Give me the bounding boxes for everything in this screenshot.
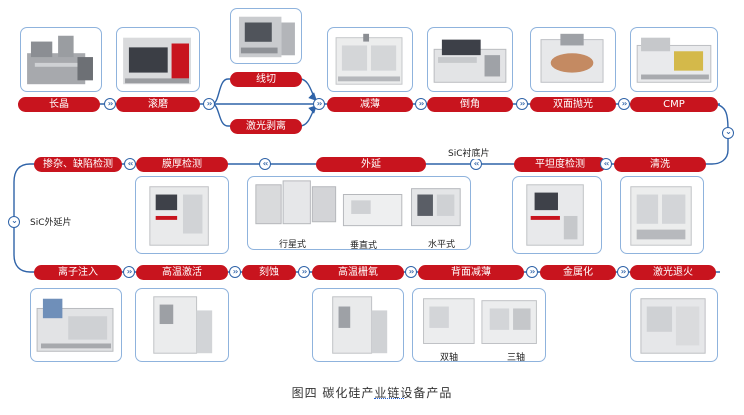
figure-caption: 图四 碳化硅产业链设备产品 bbox=[291, 386, 453, 400]
connector-chevron-icon: ‹‹ bbox=[124, 158, 136, 170]
epitaxy-type-planetary: 行星式 bbox=[279, 240, 307, 250]
thinning-type-dual-axis: 双轴 bbox=[440, 353, 459, 363]
connector-chevron-icon: ‹‹ bbox=[259, 158, 271, 170]
label-epitaxy: 外延 bbox=[316, 157, 426, 172]
double-side-polisher-image bbox=[530, 27, 616, 92]
connector-chevron-icon: ‹‹ bbox=[470, 158, 482, 170]
label-laser-lift-off: 激光剥离 bbox=[230, 119, 302, 134]
connector-chevron-down-icon: ⌄ bbox=[722, 127, 734, 139]
label-cmp: CMP bbox=[630, 97, 718, 112]
label-double-side-polishing: 双面抛光 bbox=[530, 97, 616, 112]
connector-chevron-icon: ›› bbox=[415, 98, 427, 110]
gate-oxide-furnace-image bbox=[312, 288, 404, 362]
connector-chevron-icon: ›› bbox=[313, 98, 325, 110]
connector-chevron-down-icon: ⌄ bbox=[8, 216, 20, 228]
grinding-machine-image bbox=[116, 27, 200, 92]
label-crystal-growth: 长晶 bbox=[18, 97, 100, 112]
caption-underline bbox=[374, 398, 404, 399]
flatness-inspection-image bbox=[512, 176, 602, 254]
note-sic-substrate: SiC衬底片 bbox=[446, 146, 492, 159]
label-high-temp-gate-oxide: 高温栅氧 bbox=[312, 265, 404, 280]
cleaning-machine-image bbox=[620, 176, 704, 254]
note-sic-epi-wafer: SiC外延片 bbox=[28, 215, 74, 228]
connector-chevron-icon: ›› bbox=[104, 98, 116, 110]
label-metallization: 金属化 bbox=[540, 265, 616, 280]
chamfering-machine-image bbox=[427, 27, 513, 92]
ion-implanter-image bbox=[30, 288, 122, 362]
connector-chevron-icon: ›› bbox=[617, 266, 629, 278]
connector-chevron-icon: ›› bbox=[618, 98, 630, 110]
laser-annealing-image bbox=[630, 288, 718, 362]
thinning-type-triple-axis: 三轴 bbox=[507, 353, 526, 363]
connector-chevron-icon: ›› bbox=[229, 266, 241, 278]
film-thickness-inspection-image bbox=[135, 176, 229, 254]
label-cleaning: 清洗 bbox=[614, 157, 706, 172]
crystal-growth-furnace-image bbox=[20, 27, 102, 92]
label-wire-saw: 线切 bbox=[230, 72, 302, 87]
label-thinning: 减薄 bbox=[327, 97, 413, 112]
thinning-machine-image bbox=[327, 27, 413, 92]
connector-chevron-icon: ›› bbox=[123, 266, 135, 278]
label-grinding: 滚磨 bbox=[116, 97, 200, 112]
high-temp-activation-image bbox=[135, 288, 229, 362]
label-doping-defect-inspection: 掺杂、缺陷检测 bbox=[34, 157, 122, 172]
cmp-machine-image bbox=[630, 27, 718, 92]
connector-chevron-icon: ›› bbox=[203, 98, 215, 110]
label-chamfering: 倒角 bbox=[427, 97, 513, 112]
connector-chevron-icon: ‹‹ bbox=[600, 158, 612, 170]
epitaxy-equipment-group bbox=[247, 176, 471, 250]
label-laser-annealing: 激光退火 bbox=[630, 265, 716, 280]
connector-chevron-icon: ›› bbox=[516, 98, 528, 110]
connector-chevron-icon: ›› bbox=[298, 266, 310, 278]
label-flatness-inspection: 平坦度检测 bbox=[514, 157, 606, 172]
connector-chevron-icon: ›› bbox=[405, 266, 417, 278]
epitaxy-type-vertical: 垂直式 bbox=[350, 241, 378, 251]
backside-thinning-group bbox=[412, 288, 546, 362]
label-film-thickness-inspection: 膜厚检测 bbox=[136, 157, 228, 172]
label-high-temp-activation: 高温激活 bbox=[136, 265, 228, 280]
label-ion-implantation: 离子注入 bbox=[34, 265, 122, 280]
epitaxy-type-horizontal: 水平式 bbox=[428, 240, 456, 250]
connector-chevron-icon: ›› bbox=[526, 266, 538, 278]
label-etching: 刻蚀 bbox=[242, 265, 296, 280]
label-backside-thinning: 背面减薄 bbox=[418, 265, 524, 280]
wire-saw-image bbox=[230, 8, 302, 64]
